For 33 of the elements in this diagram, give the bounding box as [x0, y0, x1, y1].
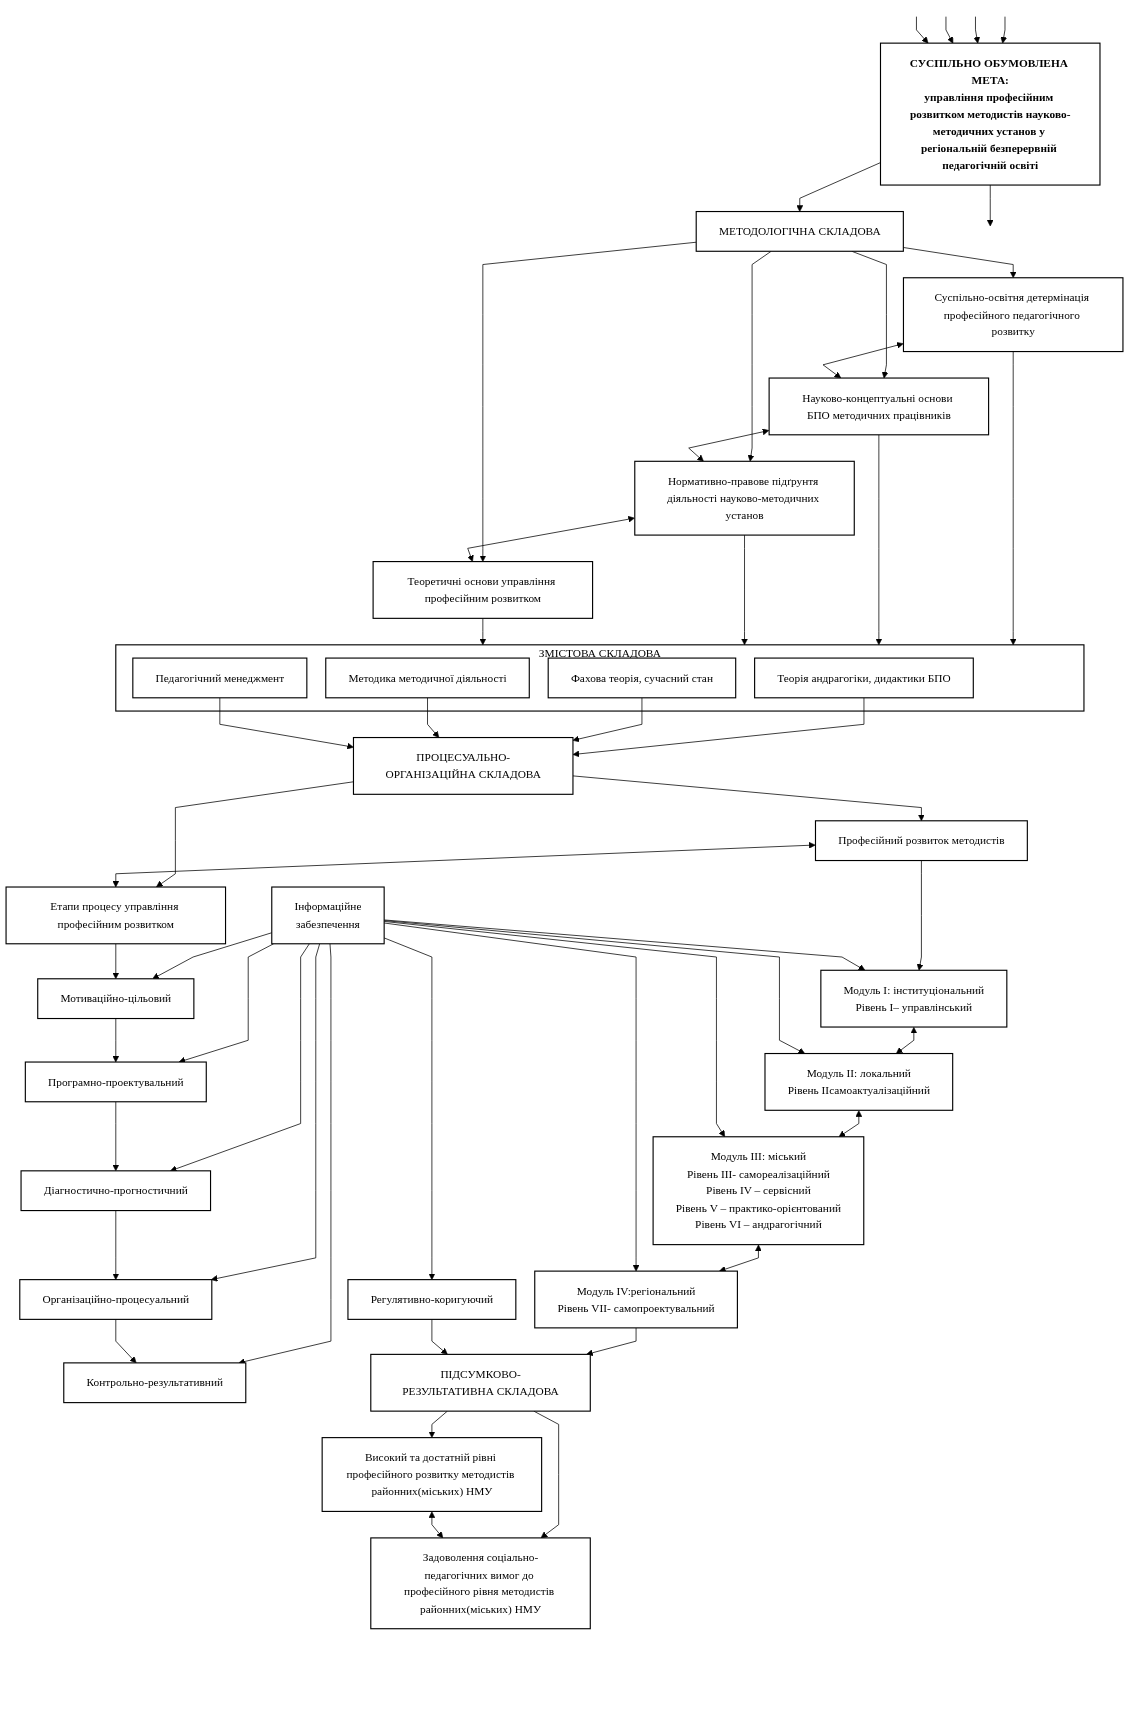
process-box: Модуль ІV:регіональний Рівень VІІ- самопроектувальний [534, 1270, 738, 1329]
process-box: ПІДСУМКОВО-РЕЗУЛЬТАТИВНА СКЛАДОВА [370, 1353, 591, 1412]
process-box: Науково-концептуальні основи БПО методичних працівників [768, 377, 990, 436]
process-box: Діагностично-прогностичний [20, 1170, 212, 1212]
process-box: Нормативно-правове підґрунтя діяльності науково-методичних установ [634, 460, 855, 536]
process-box: СУСПІЛЬНО ОБУМОВЛЕНА МЕТА: управління професійним розвитком методистів науково-методичних установ у регіональній безперервній педагогічній освіті [879, 42, 1101, 186]
process-box: Програмно-проектувальний [24, 1061, 207, 1103]
process-box: Модуль І: інституціональний Рівень І– управлінський [820, 969, 1008, 1028]
arrow [838, 1110, 863, 1138]
process-box: Фахова теорія, сучасний стан [547, 657, 737, 699]
process-box: Теоретичні основи управління професійним розвитком [372, 561, 594, 619]
process-box: Професійний розвиток методистів [814, 820, 1028, 862]
process-box: МЕТОДОЛОГІЧНА СКЛАДОВА [695, 210, 904, 252]
process-box: Модуль ІІІ: міський Рівень ІІІ- самореалізаційний Рівень ІV – сервісний Рівень V – практико-орієнтований Рівень VІ – андрагогічний [652, 1136, 865, 1246]
process-box: Організаційно-процесуальний [19, 1279, 213, 1320]
process-box: Високий та достатній рівні професійного розвитку методистів районних(міських) НМУ [321, 1437, 543, 1512]
process-box: Методика методичної діяльності [325, 657, 530, 699]
process-box: Теорія андрагогіки, дидактики БПО [754, 657, 974, 699]
process-box: Контрольно-результативний [63, 1362, 247, 1404]
process-box: Задоволення соціально-педагогічних вимог до професійного рівня методистів районних(міських) НМУ [370, 1537, 591, 1630]
process-box: Мотиваційно-цільовий [37, 978, 195, 1020]
process-box: Регулятивно-коригуючий [347, 1279, 517, 1320]
process-box: Модуль ІІ: локальний Рівень ІІсамоактуалізаційний [764, 1052, 954, 1111]
arrow [112, 841, 816, 888]
process-box: Інформаційне забезпечення [271, 886, 385, 945]
process-box: Педагогічний менеджмент [132, 657, 308, 699]
process-box: Суспільно-освітня детермінація професійного педагогічного розвитку [902, 277, 1124, 353]
process-box: Етапи процесу управління професійним розвитком [5, 886, 227, 945]
arrow [719, 1244, 762, 1273]
arrow [467, 515, 635, 562]
arrow [428, 1511, 444, 1539]
arrow [896, 1027, 918, 1054]
process-box: ПРОЦЕСУАЛЬНО-ОРГАНІЗАЦІЙНА СКЛАДОВА [352, 736, 574, 795]
